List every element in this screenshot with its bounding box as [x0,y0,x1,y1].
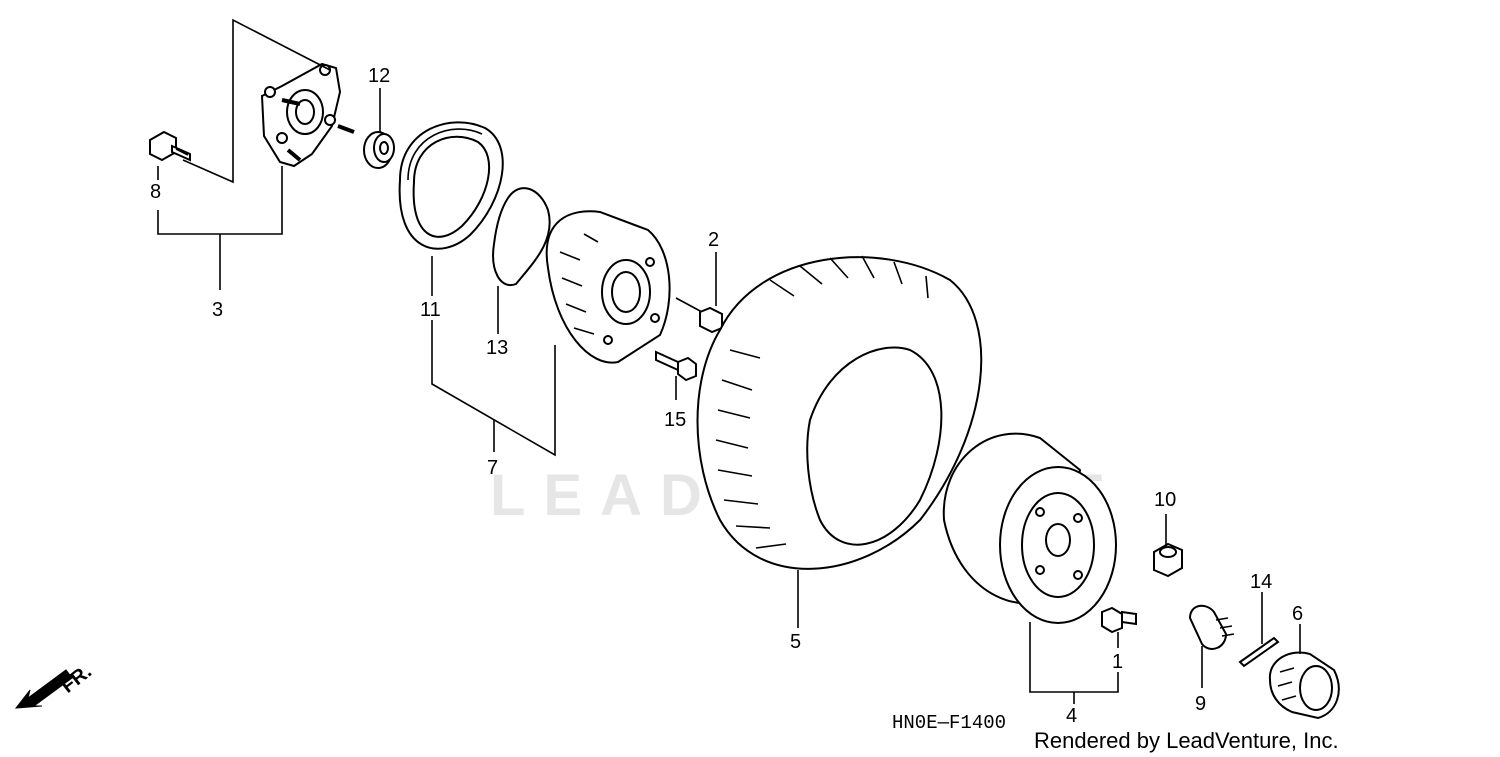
front-direction-arrow: FR. [14,660,96,709]
callout-2[interactable]: 2 [708,229,719,251]
tire-part[interactable] [696,255,983,570]
callout-4[interactable]: 4 [1066,705,1077,727]
callout-5[interactable]: 5 [790,631,801,653]
flange-bolt-part[interactable] [655,350,697,382]
callout-10[interactable]: 10 [1154,489,1176,511]
o-ring-part[interactable] [492,187,551,287]
callout-12[interactable]: 12 [368,65,390,87]
cotter-pin-part[interactable] [1238,636,1280,668]
drum-bolt-part[interactable] [675,297,723,334]
callout-8[interactable]: 8 [150,181,161,203]
callout-11[interactable]: 11 [420,299,441,321]
diagram-code: HN0E—F1400 [892,712,1006,734]
callout-3[interactable]: 3 [212,299,223,321]
hub-cap-part[interactable] [1268,651,1340,720]
castle-nut-part[interactable] [1188,604,1235,650]
brake-drum-seal-part[interactable] [398,121,504,250]
rendered-by-credit: Rendered by LeadVenture, Inc. [1034,728,1339,753]
callout-7[interactable]: 7 [487,457,498,479]
direction-label: FR. [57,660,96,697]
arrow-icon [14,669,73,709]
front-hub-part[interactable] [260,62,355,168]
valve-stem-part[interactable] [1101,606,1137,634]
callout-1[interactable]: 1 [1112,651,1123,673]
wheel-rim-part[interactable] [942,432,1117,624]
bearing-part[interactable] [363,131,395,169]
hub-bolt-part[interactable] [149,130,191,162]
callout-14[interactable]: 14 [1250,571,1272,593]
callouts: 8 3 12 11 13 7 15 2 5 1 4 10 9 14 6 [150,65,1303,727]
wheel-nut-part[interactable] [1153,542,1183,578]
callout-15[interactable]: 15 [664,409,686,431]
leader-lines [157,18,1301,704]
callout-6[interactable]: 6 [1292,603,1303,625]
brake-drum-part[interactable] [545,210,671,364]
callout-9[interactable]: 9 [1195,693,1206,715]
callout-13[interactable]: 13 [486,337,508,359]
